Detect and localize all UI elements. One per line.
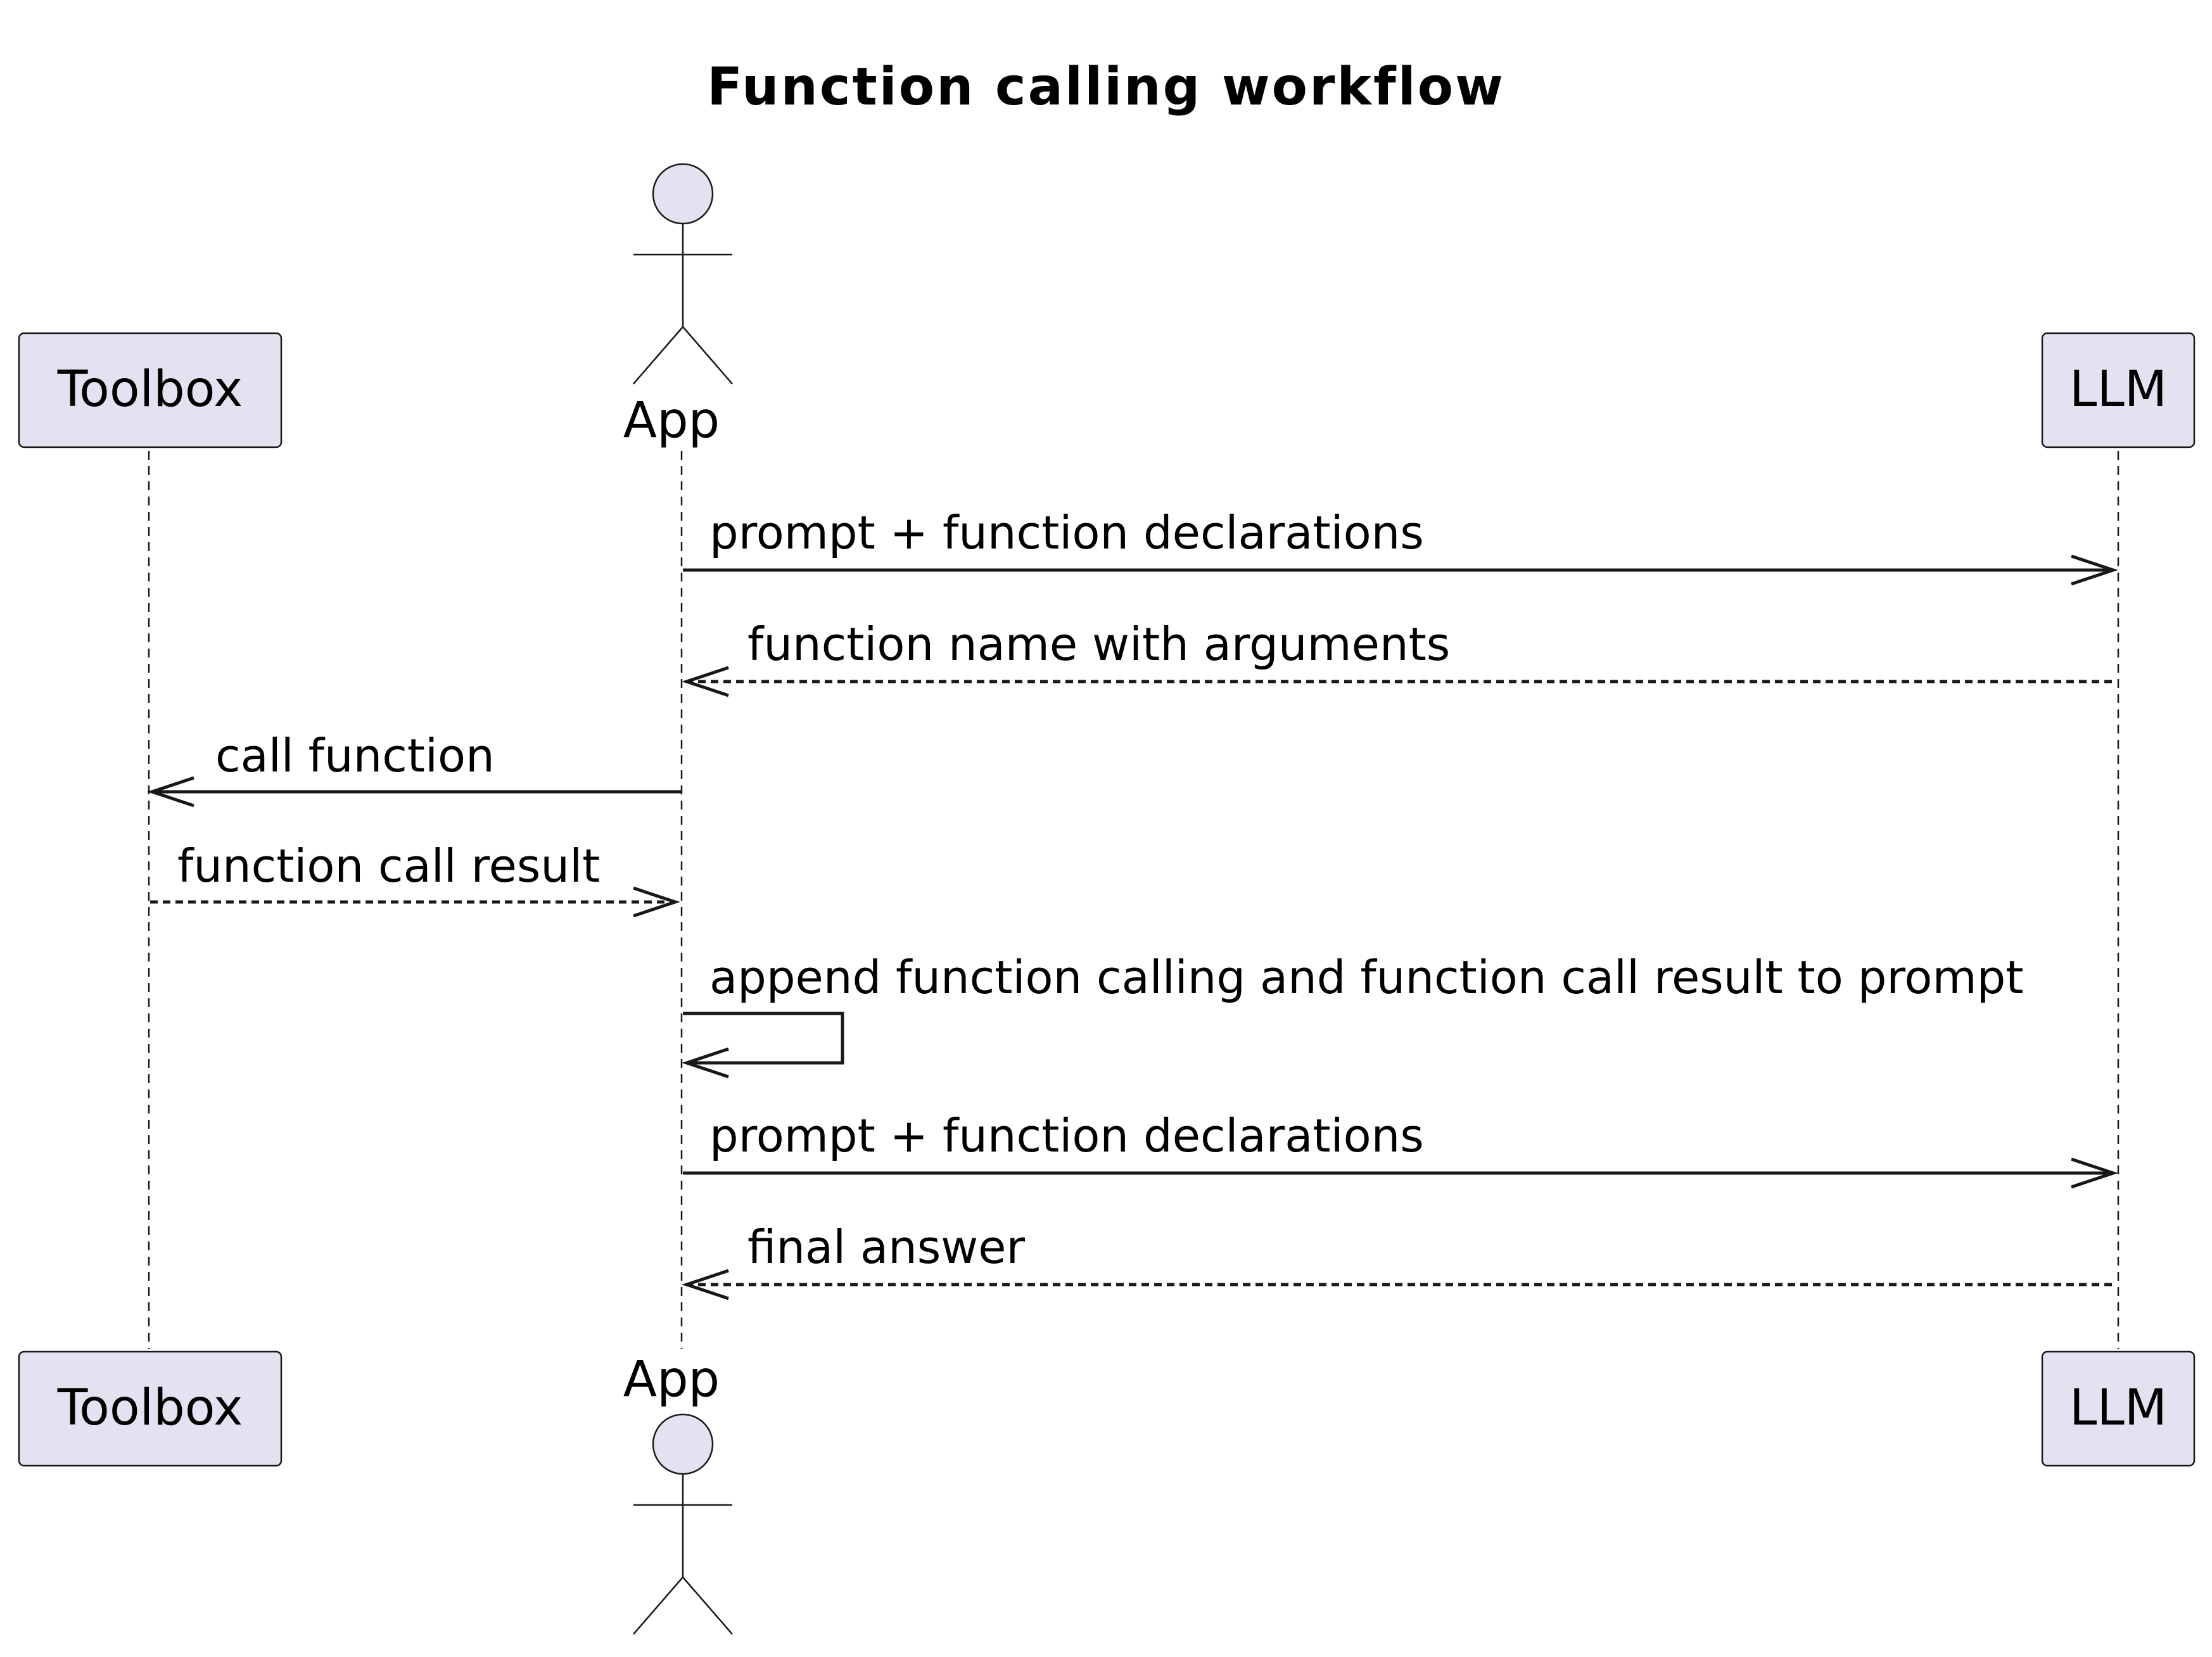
arrowhead-icon xyxy=(682,1269,729,1300)
message-label: final answer xyxy=(747,1221,1025,1274)
participant-app-top: App xyxy=(623,163,733,449)
arrowhead-icon xyxy=(147,776,194,808)
message-label: prompt + function declarations xyxy=(709,506,1424,559)
message-6: prompt + function declarations xyxy=(683,1109,2118,1189)
participant-app-label: App xyxy=(623,1351,720,1408)
participant-toolbox-top: Toolbox xyxy=(18,332,283,448)
message-4: function call result xyxy=(150,839,680,918)
message-label: function call result xyxy=(177,839,600,892)
participant-llm-bottom: LLM xyxy=(2041,1350,2196,1467)
participant-toolbox-label: Toolbox xyxy=(57,1380,243,1437)
message-label: prompt + function declarations xyxy=(709,1109,1424,1162)
message-3: call function xyxy=(147,729,682,808)
actor-icon xyxy=(633,163,733,384)
message-5-self: append function calling and function cal… xyxy=(682,951,2024,1079)
participant-toolbox-label: Toolbox xyxy=(57,361,243,418)
participant-llm-label: LLM xyxy=(2069,1380,2167,1437)
participant-app-label: App xyxy=(623,392,720,449)
arrowhead-icon xyxy=(682,1047,729,1079)
message-label: append function calling and function cal… xyxy=(709,951,2024,1004)
arrowhead-icon xyxy=(682,666,729,697)
actor-icon xyxy=(633,1413,733,1635)
arrowhead-icon xyxy=(2071,1157,2118,1189)
participant-llm-top: LLM xyxy=(2041,332,2196,448)
message-label: function name with arguments xyxy=(747,618,1450,671)
message-7: final answer xyxy=(682,1221,2112,1300)
message-label: call function xyxy=(215,729,495,782)
arrowhead-icon xyxy=(2071,554,2118,586)
arrowhead-icon xyxy=(633,886,680,918)
message-2: function name with arguments xyxy=(682,618,2112,697)
participant-app-bottom: App xyxy=(623,1351,733,1635)
diagram-title: Function calling workflow xyxy=(707,57,1505,117)
message-1: prompt + function declarations xyxy=(683,506,2118,586)
participant-toolbox-bottom: Toolbox xyxy=(18,1350,283,1467)
participant-llm-label: LLM xyxy=(2069,361,2167,418)
